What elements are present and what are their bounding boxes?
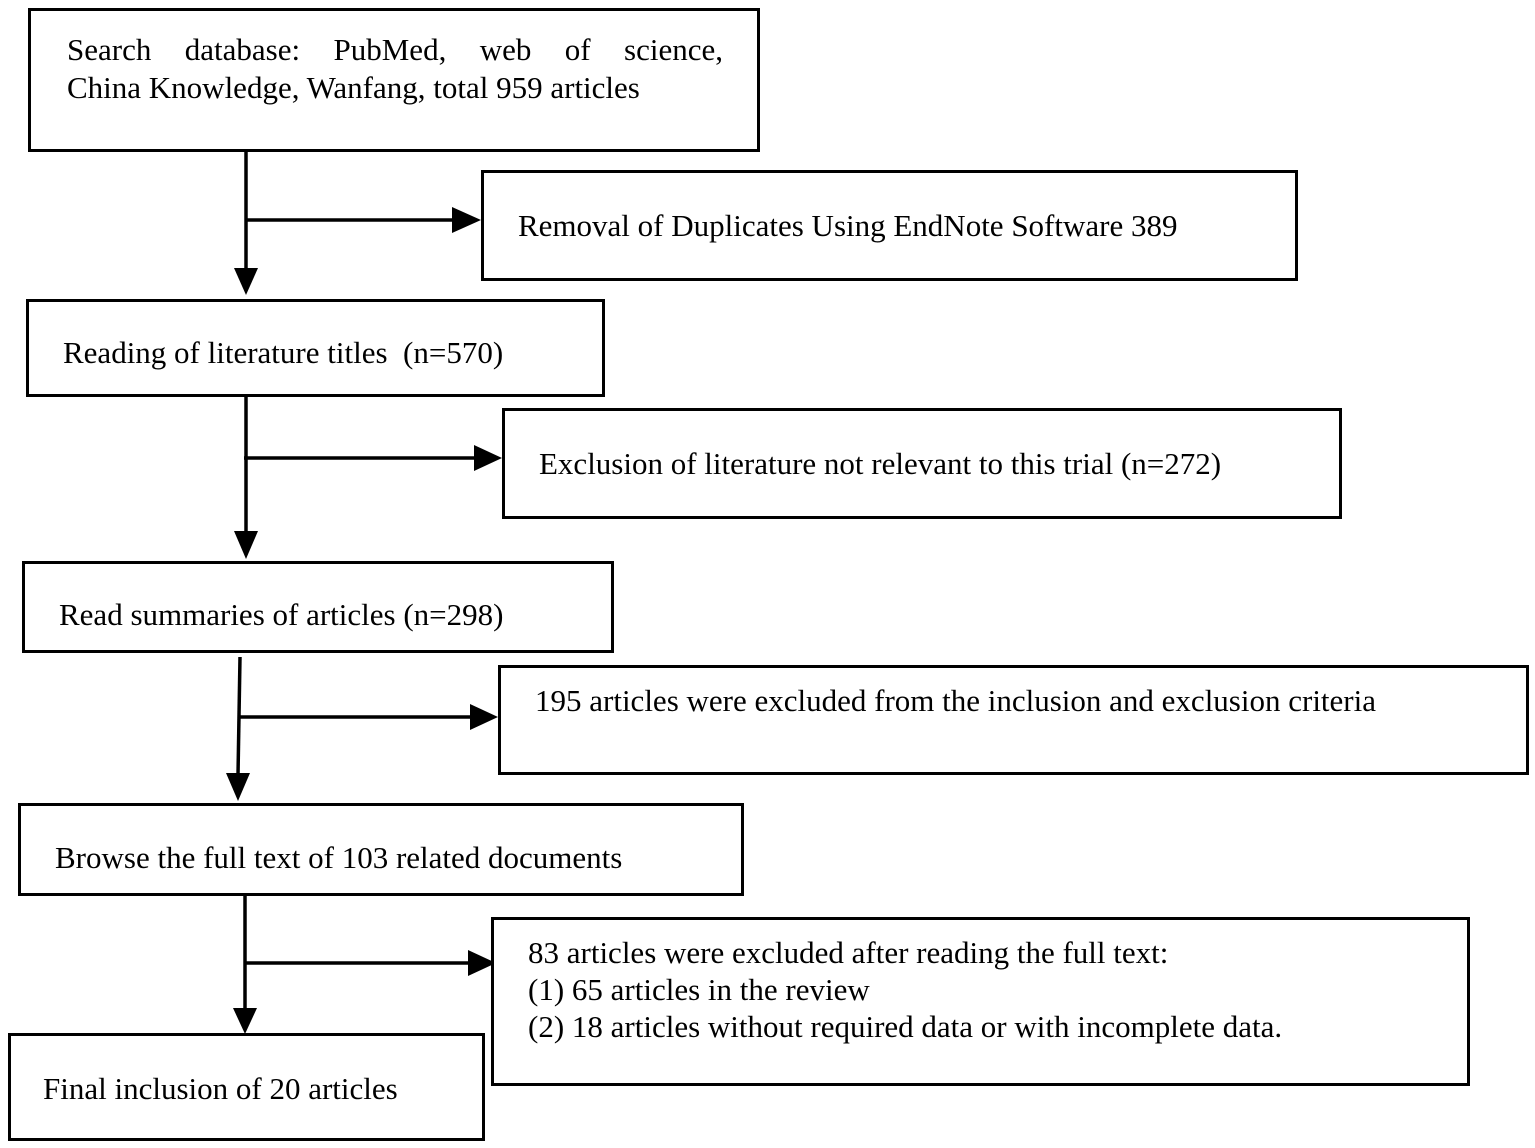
full-text-browsed-text: Browse the full text of 103 related docu… [55,840,623,875]
irrelevant-excluded-text: Exclusion of literature not relevant to … [539,446,1222,481]
arrowhead-final [233,1008,257,1034]
title-reading-text: Reading of literature titles (n=570) [63,335,504,370]
criteria-excluded-text: 195 articles were excluded from the incl… [535,683,1376,718]
full-text-excluded-box: 83 articles were excluded after reading … [491,917,1470,1086]
summaries-read-box: Read summaries of articles (n=298) [22,561,614,653]
full-text-excluded-line-3: (2) 18 articles without required data or… [528,1009,1283,1044]
arrowhead-duplicates [452,207,481,233]
duplicates-removed-text: Removal of Duplicates Using EndNote Soft… [518,208,1178,243]
arrowhead-after-reading [468,950,496,976]
full-text-excluded-line-1: 83 articles were excluded after reading … [528,935,1169,970]
search-line-2: China Knowledge, Wanfang, total 959 arti… [67,70,640,105]
duplicates-removed-box: Removal of Duplicates Using EndNote Soft… [481,170,1298,281]
search-database-box: Search database: PubMed, web of science,… [28,8,760,152]
full-text-excluded-line-2: (1) 65 articles in the review [528,972,870,1007]
full-text-browsed-box: Browse the full text of 103 related docu… [18,803,744,896]
arrowhead-irrelevant [474,445,502,471]
search-line-1: Search database: PubMed, web of science, [67,32,723,67]
final-inclusion-text: Final inclusion of 20 articles [43,1071,398,1106]
summaries-read-text: Read summaries of articles (n=298) [59,597,504,632]
title-reading-box: Reading of literature titles (n=570) [26,299,605,397]
final-inclusion-box: Final inclusion of 20 articles [8,1033,485,1141]
arrowhead-titles [234,268,258,295]
irrelevant-excluded-box: Exclusion of literature not relevant to … [502,408,1342,519]
arrowhead-fulltext [226,773,250,801]
criteria-excluded-box: 195 articles were excluded from the incl… [498,665,1529,775]
arrowhead-summaries [234,531,258,559]
arrowhead-criteria [470,704,498,730]
